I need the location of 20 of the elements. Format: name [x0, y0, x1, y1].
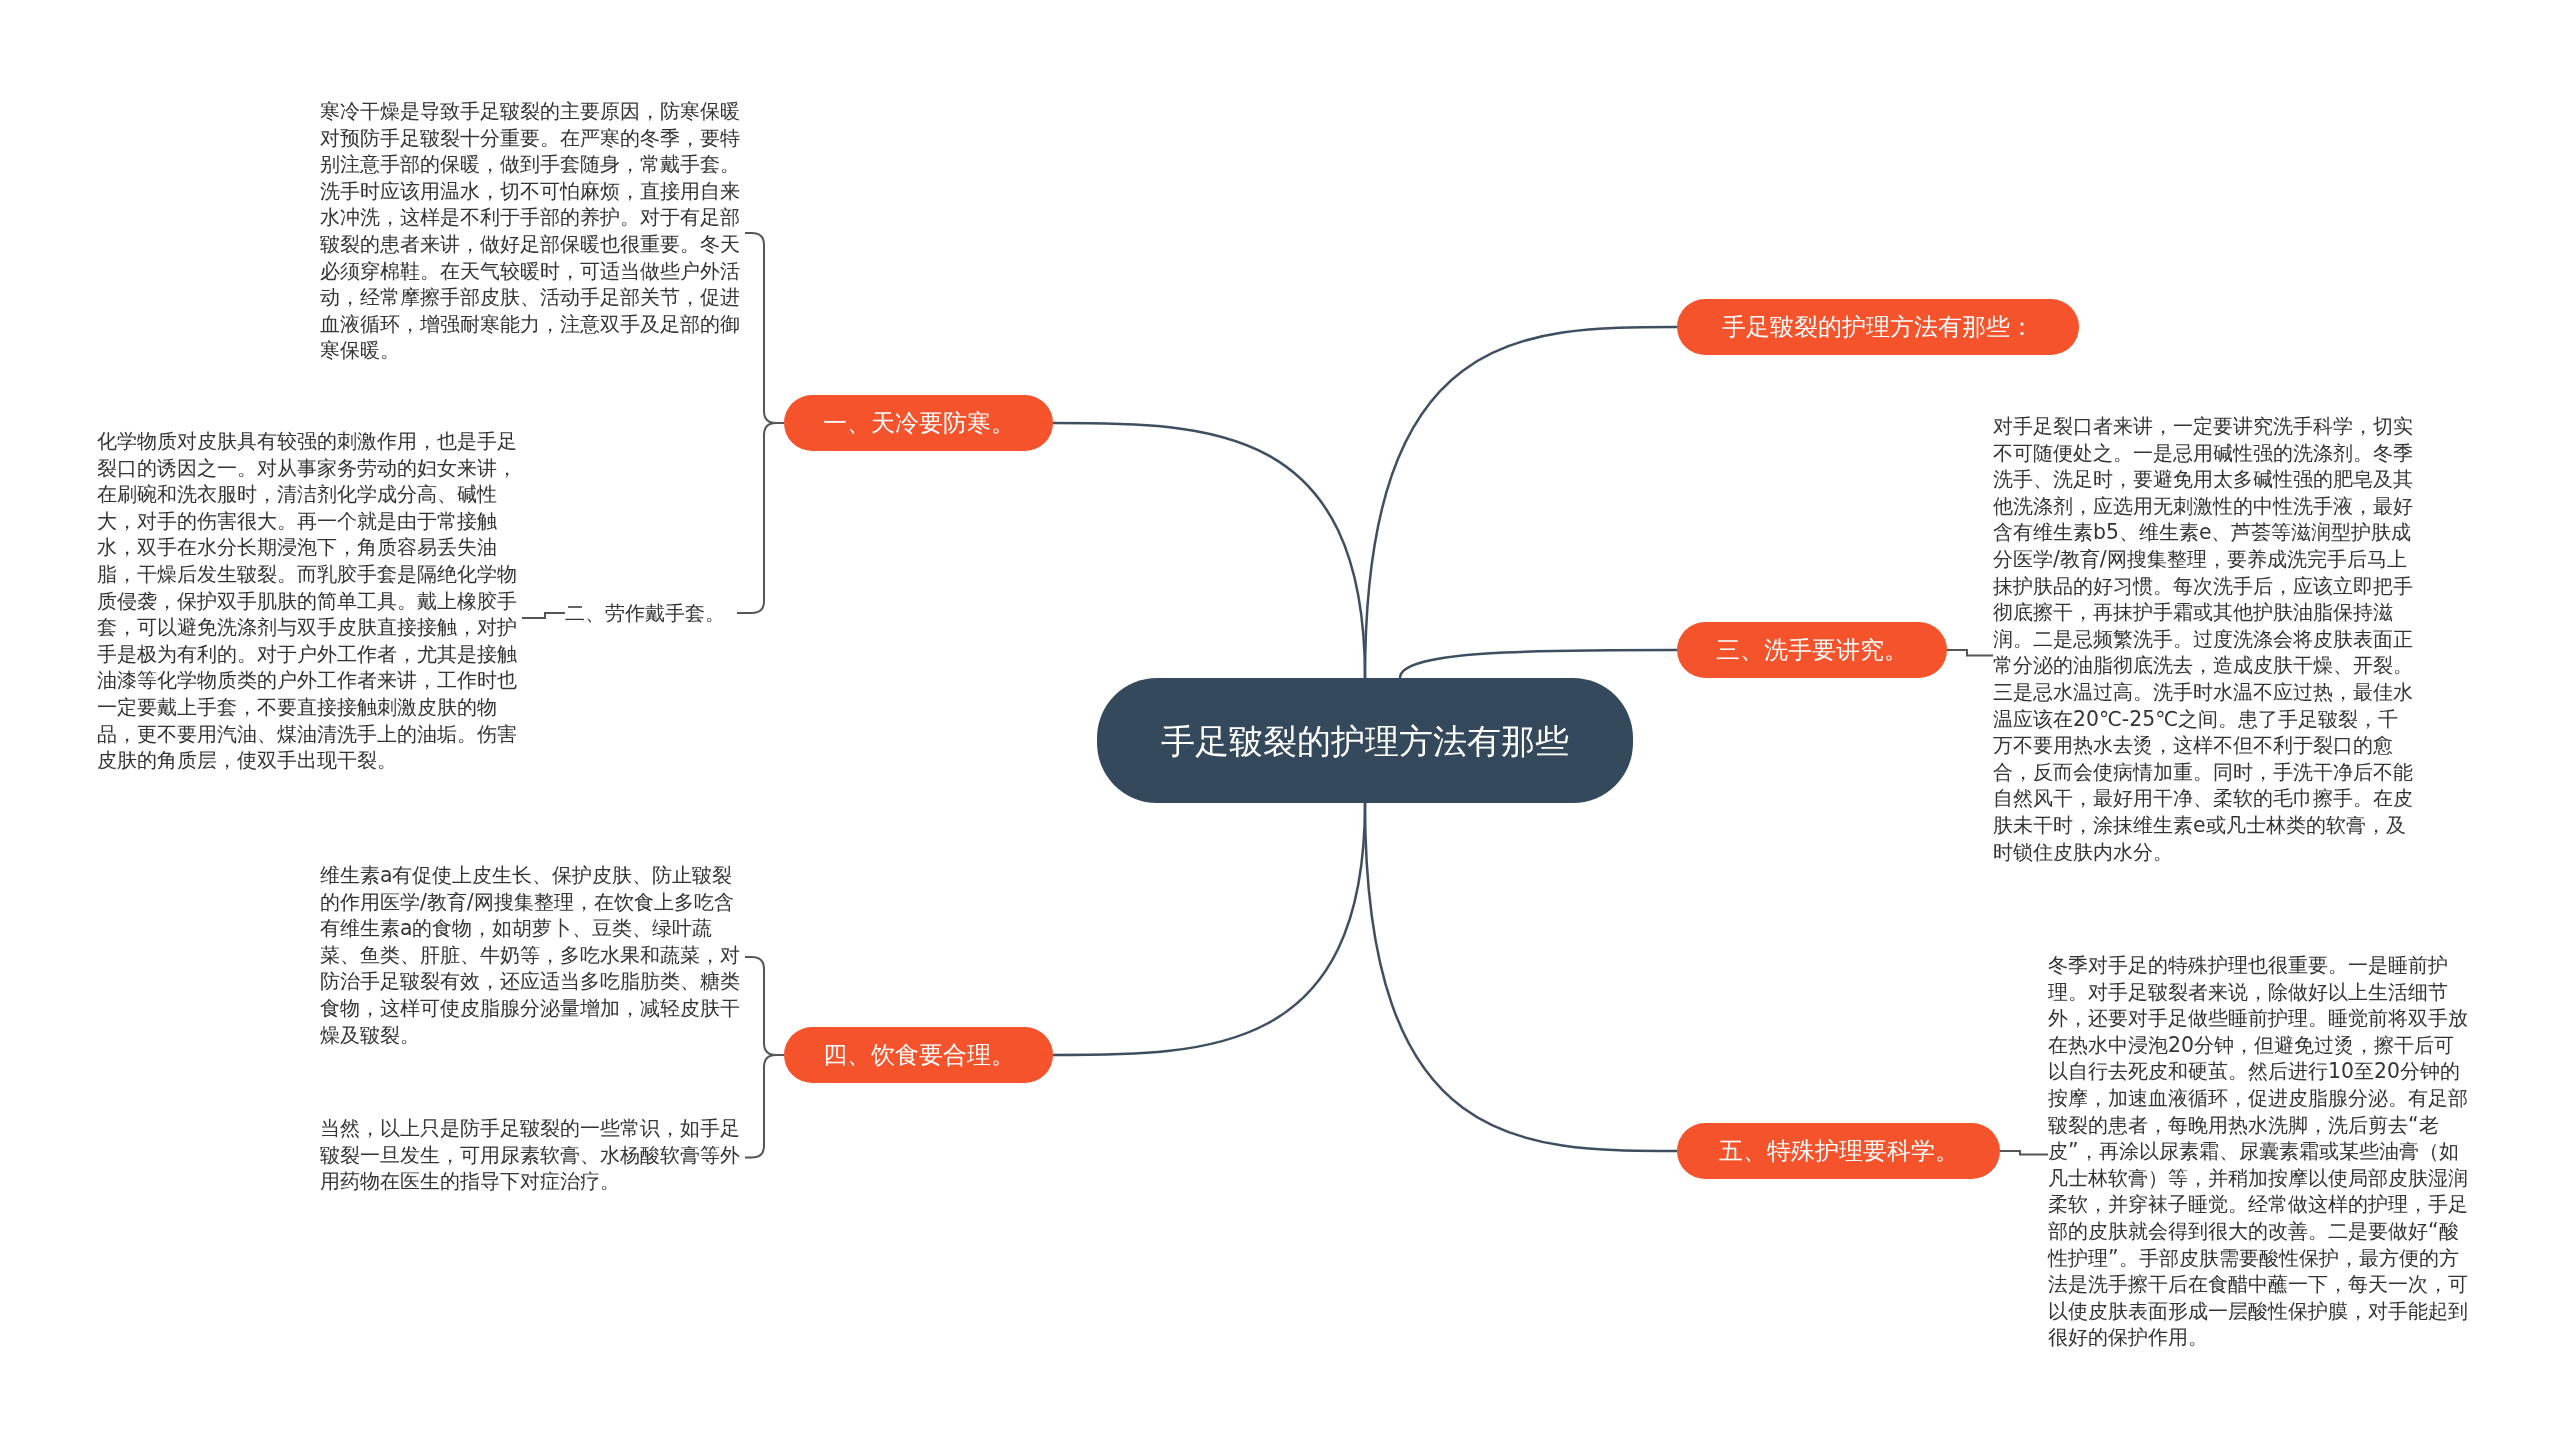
paragraph-text: 维生素a有促使上皮生长、保护皮肤、防止皲裂的作用医学/教育/网搜集整理，在饮食上多吃含有维生素a的食物，如胡萝卜、豆类、绿叶蔬菜、鱼类、肝脏、牛奶等，多吃水果和蔬菜，对防治手足皲裂有效，还应适当多吃脂肪类、糖类食物，这样可使皮脂腺分泌量增加，减轻皮肤干燥及皲裂。	[320, 862, 745, 1049]
paragraph-text: 当然，以上只是防手足皲裂的一些常识，如手足皲裂一旦发生，可用尿素软膏、水杨酸软膏等外用药物在医生的指导下对症治疗。	[320, 1115, 745, 1195]
branch-topic: 手足皲裂的护理方法有那些：	[1677, 299, 2079, 355]
paragraph-text: 对手足裂口者来讲，一定要讲究洗手科学，切实不可随便处之。一是忌用碱性强的洗涤剂。冬季洗手、洗足时，要避免用太多碱性强的肥皂及其他洗涤剂，应选用无刺激性的中性洗手液，最好含有维生素b5、维生素e、芦荟等滋润型护肤成分医学/教育/网搜集整理，要养成洗完手后马上抹护肤品的好习惯。每次洗手后，应该立即把手彻底擦干，再抹护手霜或其他护肤油脂保持滋润。二是忌频繁洗手。过度洗涤会将皮肤表面正常分泌的油脂彻底洗去，造成皮肤干燥、开裂。三是忌水温过高。洗手时水温不应过热，最佳水温应该在20℃-25℃之间。患了手足皲裂，千万不要用热水去烫，这样不但不利于裂口的愈合，反而会使病情加重。同时，手洗干净后不能自然风干，最好用干净、柔软的毛巾擦手。在皮肤未干时，涂抹维生素e或凡士林类的软膏，及时锁住皮肤内水分。	[1993, 413, 2418, 866]
paragraph-text: 化学物质对皮肤具有较强的刺激作用，也是手足裂口的诱因之一。对从事家务劳动的妇女来讲，在刷碗和洗衣服时，清洁剂化学成分高、碱性大，对手的伤害很大。再一个就是由于常接触水，双手在水分长期浸泡下，角质容易丢失油脂，干燥后发生皲裂。而乳胶手套是隔绝化学物质侵袭，保护双手肌肤的简单工具。戴上橡胶手套，可以避免洗涤剂与双手皮肤直接接触，对护手是极为有利的。对于户外工作者，尤其是接触油漆等化学物质类的户外工作者来讲，工作时也一定要戴上手套，不要直接接触刺激皮肤的物品，更不要用汽油、煤油清洗手上的油垢。伤害皮肤的角质层，使双手出现干裂。	[97, 428, 522, 774]
branch-topic: 一、天冷要防寒。	[784, 395, 1053, 451]
bracket-line	[736, 422, 785, 614]
bracket-line	[1999, 1150, 2049, 1156]
subtopic-text: 二、劳作戴手套。	[565, 600, 737, 626]
paragraph-text: 冬季对手足的特殊护理也很重要。一是睡前护理。对手足皲裂者来说，除做好以上生活细节外，还要对手足做些睡前护理。睡觉前将双手放在热水中浸泡20分钟，但避免过烫，擦干后可以自行去死皮和硬茧。然后进行10至20分钟的按摩，加速血液循环，促进皮脂腺分泌。有足部皲裂的患者，每晚用热水洗脚，洗后剪去“老皮”，再涂以尿素霜、尿囊素霜或某些油膏（如凡士林软膏）等，并稍加按摩以使局部皮肤湿润柔软，并穿袜子睡觉。经常做这样的护理，手足部的皮肤就会得到很大的改善。二是要做好“酸性护理”。手部皮肤需要酸性保护，最方便的方法是洗手擦干后在食醋中蘸一下，每天一次，可以使皮肤表面形成一层酸性保护膜，对手能起到很好的保护作用。	[2048, 952, 2473, 1351]
connector-line	[1053, 421, 1367, 679]
branch-topic: 四、饮食要合理。	[784, 1027, 1053, 1083]
connector-line	[1398, 648, 1677, 679]
connector-line	[1363, 802, 1677, 1153]
branch-topic: 五、特殊护理要科学。	[1677, 1123, 2000, 1179]
central-topic: 手足皲裂的护理方法有那些	[1097, 678, 1633, 803]
bracket-line	[521, 612, 566, 619]
bracket-line	[1946, 649, 1994, 657]
branch-topic: 三、洗手要讲究。	[1677, 622, 1947, 678]
paragraph-text: 寒冷干燥是导致手足皲裂的主要原因，防寒保暖对预防手足皲裂十分重要。在严寒的冬季，要特别注意手部的保暖，做到手套随身，常戴手套。洗手时应该用温水，切不可怕麻烦，直接用自来水冲洗，这样是不利于手部的养护。对于有足部皲裂的患者来讲，做好足部保暖也很重要。冬天必须穿棉鞋。在天气较暖时，可适当做些户外活动，经常摩擦手部皮肤、活动手足部关节，促进血液循环，增强耐寒能力，注意双手及足部的御寒保暖。	[320, 98, 745, 364]
